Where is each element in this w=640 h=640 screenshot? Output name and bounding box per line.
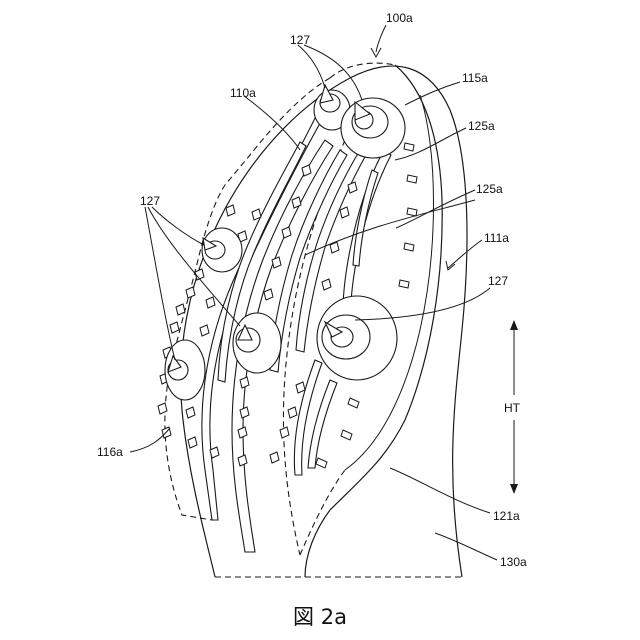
label-111a: 111a bbox=[484, 231, 509, 245]
spike-toe-right bbox=[341, 98, 405, 158]
label-125a-lower: 125a bbox=[476, 182, 503, 196]
figure-caption: 図 2a bbox=[293, 605, 347, 629]
label-127-top: 127 bbox=[290, 33, 310, 47]
spike-left-middle bbox=[233, 313, 281, 373]
label-127-left: 127 bbox=[140, 194, 160, 208]
label-116a: 116a bbox=[97, 445, 123, 459]
spike-heel-large bbox=[317, 296, 397, 380]
label-130a: 130a bbox=[500, 555, 527, 569]
label-127-right: 127 bbox=[488, 274, 508, 288]
spike-left-lower bbox=[165, 340, 205, 400]
label-115a: 115a bbox=[462, 71, 488, 85]
spike-left-upper bbox=[202, 228, 242, 272]
label-121a: 121a bbox=[493, 509, 520, 523]
label-110a: 110a bbox=[230, 86, 256, 100]
label-100a: 100a bbox=[386, 11, 413, 25]
label-125a-upper: 125a bbox=[468, 119, 495, 133]
label-ht: HT bbox=[504, 401, 521, 415]
